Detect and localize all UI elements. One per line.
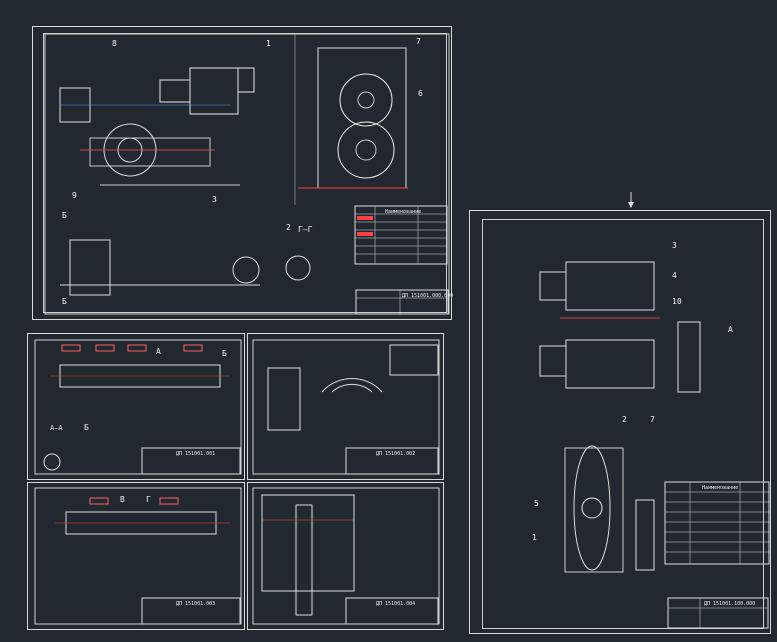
sheet4-callout-g: Г bbox=[146, 495, 151, 504]
sheet-2-shaft[interactable] bbox=[27, 333, 245, 480]
sheet2-stamp-code: ДП 151001.001 bbox=[176, 451, 216, 457]
callout-3: 3 bbox=[212, 195, 217, 204]
sheet6-callout-4: 4 bbox=[672, 271, 677, 280]
sheet1-stamp-code: ДП 151001.000.000 bbox=[402, 293, 454, 299]
sheet-6-assembly[interactable] bbox=[469, 210, 771, 634]
sheet1-spec-title: Наименование bbox=[385, 209, 422, 215]
section-mark-b: Б bbox=[62, 211, 67, 220]
callout-9: 9 bbox=[72, 191, 77, 200]
sheet2-callout-b: Б bbox=[222, 349, 227, 358]
callout-2: 2 bbox=[286, 223, 291, 232]
sheet-6-frame bbox=[482, 219, 764, 629]
callout-1: 1 bbox=[266, 39, 271, 48]
sheet6-callout-7: 7 bbox=[650, 415, 655, 424]
callout-6: 6 bbox=[418, 89, 423, 98]
sheet-5-detail[interactable] bbox=[247, 482, 444, 630]
sheet6-callout-2: 2 bbox=[622, 415, 627, 424]
sheet6-callout-a: А bbox=[728, 325, 733, 334]
sheet5-stamp-code: ДП 151001.004 bbox=[376, 601, 416, 607]
sheet6-callout-1: 1 bbox=[532, 533, 537, 542]
sheet2-section: А–А bbox=[50, 424, 63, 432]
sheet6-stamp-code: ДП 151001.100.000 bbox=[704, 601, 756, 607]
sheet6-callout-3: 3 bbox=[672, 241, 677, 250]
sheet6-callout-10: 10 bbox=[672, 297, 682, 306]
callout-7: 7 bbox=[416, 37, 421, 46]
section-mark-b-lower: Б bbox=[62, 297, 67, 306]
callout-8: 8 bbox=[112, 39, 117, 48]
sheet4-stamp-code: ДП 151001.003 bbox=[176, 601, 216, 607]
sheet-4-shaft[interactable] bbox=[27, 482, 245, 630]
sheet4-callout-v: В bbox=[120, 495, 125, 504]
sheet2-callout-a: А bbox=[156, 347, 161, 356]
sheet2-callout-b2: Б bbox=[84, 423, 89, 432]
section-mark-g: Г–Г bbox=[298, 225, 313, 234]
sheet-3-detail[interactable] bbox=[247, 333, 444, 480]
sheet6-spec-title: Наименование bbox=[702, 485, 739, 491]
sheet6-callout-5: 5 bbox=[534, 499, 539, 508]
sheet3-stamp-code: ДП 151001.002 bbox=[376, 451, 416, 457]
